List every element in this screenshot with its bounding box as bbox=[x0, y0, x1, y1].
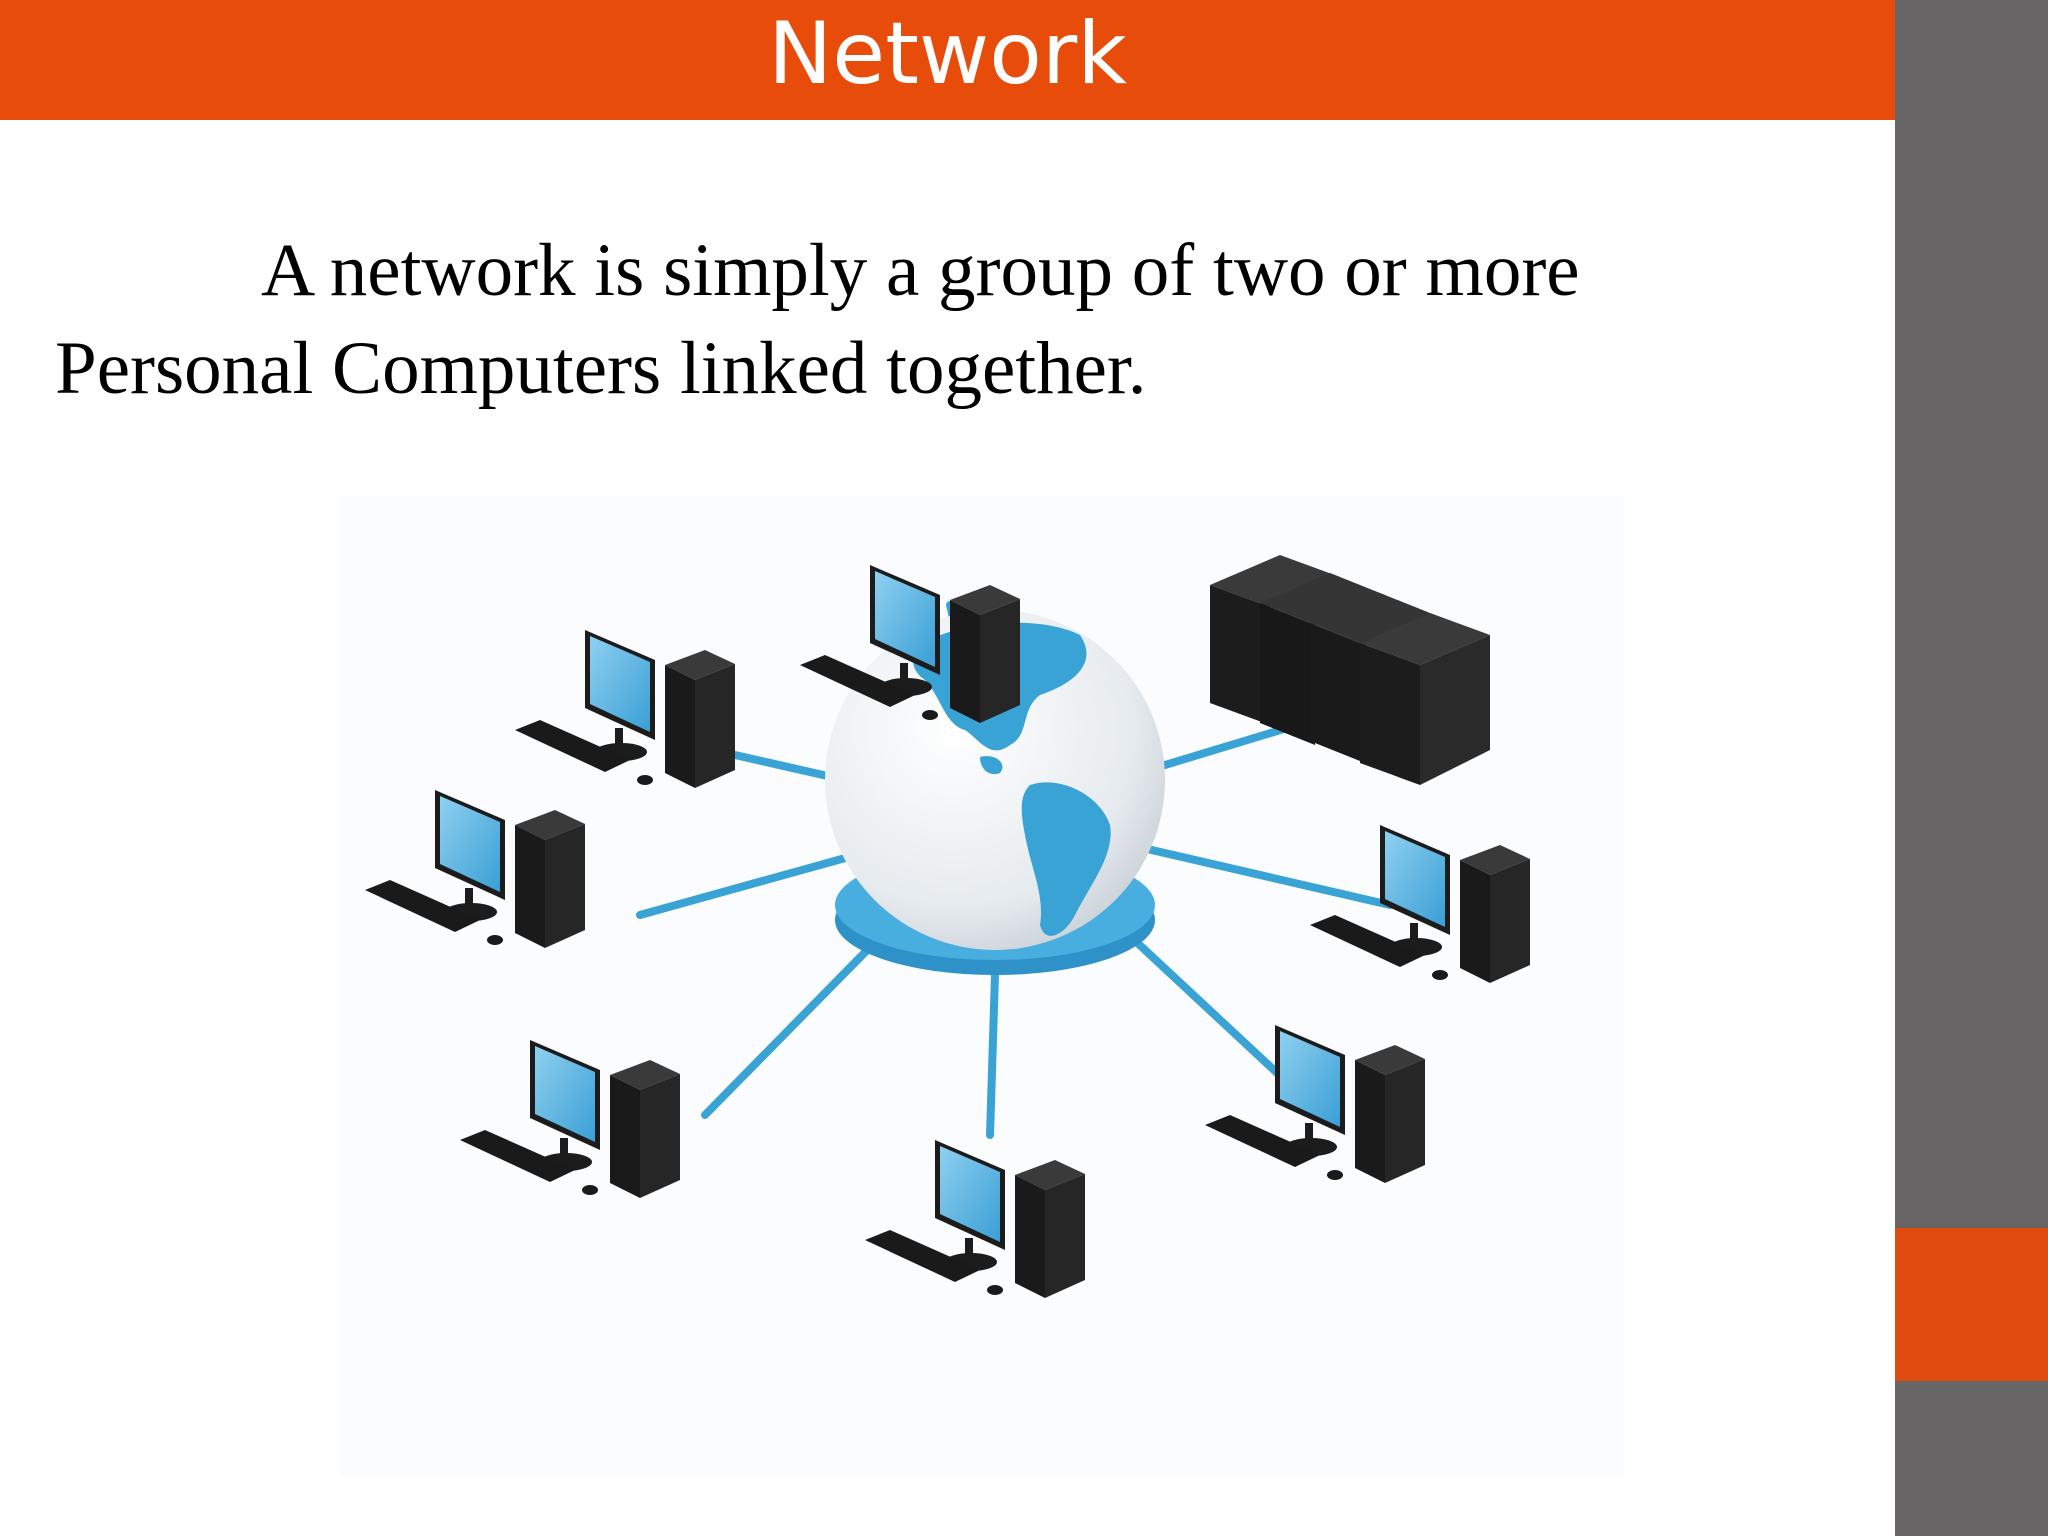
body-text-line-1: A network is simply a group of two or mo… bbox=[261, 229, 1580, 312]
body-text-line-2: Personal Computers linked together. bbox=[55, 327, 1147, 410]
network-globe-icon bbox=[365, 555, 1530, 1298]
side-accent-block bbox=[1895, 1228, 2048, 1381]
title-bar: Network bbox=[0, 0, 1895, 120]
slide-body-text: A network is simply a group of two or mo… bbox=[55, 222, 1855, 418]
network-illustration bbox=[340, 495, 1625, 1475]
slide-title: Network bbox=[767, 4, 1128, 104]
